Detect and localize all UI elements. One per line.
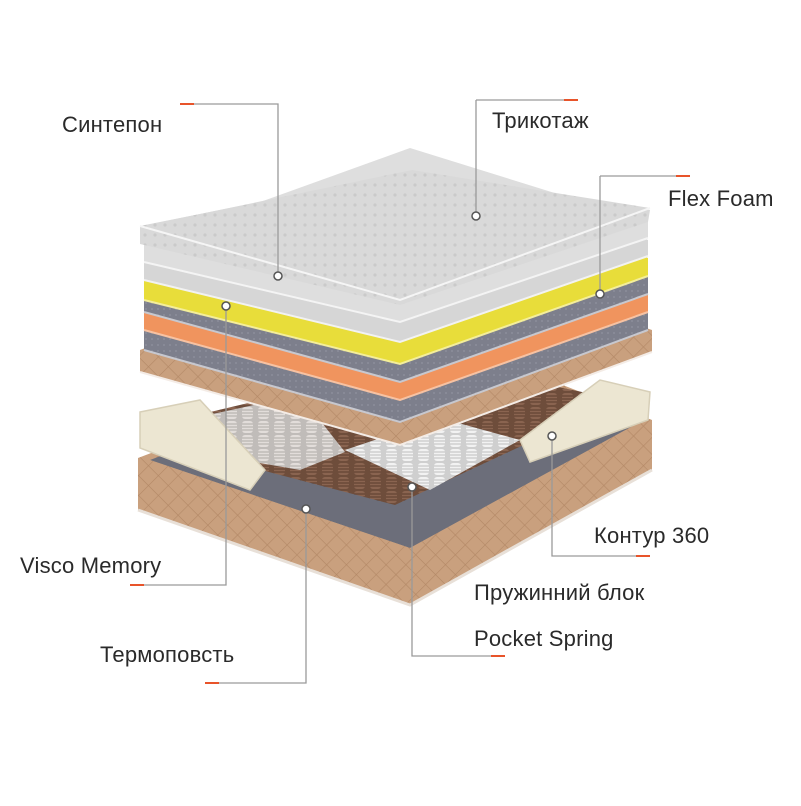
anchor-dots xyxy=(221,211,605,514)
dot-trykotazh xyxy=(471,211,481,221)
leader-sintepon xyxy=(180,103,279,276)
leader-lines xyxy=(130,99,690,684)
leader-flex-foam xyxy=(599,175,690,294)
label-flex-foam: Flex Foam xyxy=(668,186,774,211)
dot-sintepon xyxy=(273,271,283,281)
accent-ticks xyxy=(130,99,690,684)
leader-kontur xyxy=(551,436,650,557)
leader-trykotazh xyxy=(475,99,578,216)
leader-visco-memory xyxy=(130,306,227,586)
label-visco-memory: Visco Memory xyxy=(20,553,162,578)
label-trykotazh: Трикотаж xyxy=(492,108,589,133)
label-sintepon: Синтепон xyxy=(62,112,163,137)
label-termopovst: Термоповсть xyxy=(100,642,235,667)
dot-kontur xyxy=(547,431,557,441)
knit-top-layer xyxy=(139,170,651,305)
leader-pocket-spring xyxy=(411,487,505,657)
dot-flex-foam xyxy=(595,289,605,299)
leader-termopovst xyxy=(205,509,307,684)
dot-visco-memory xyxy=(221,301,231,311)
dot-termopovst xyxy=(301,504,311,514)
dot-pocket-spring xyxy=(407,482,417,492)
label-pocket-spring: Pocket Spring xyxy=(474,626,614,651)
label-kontur-360: Контур 360 xyxy=(594,523,710,548)
label-pruzhynnyi-blok: Пружинний блок xyxy=(474,580,645,605)
